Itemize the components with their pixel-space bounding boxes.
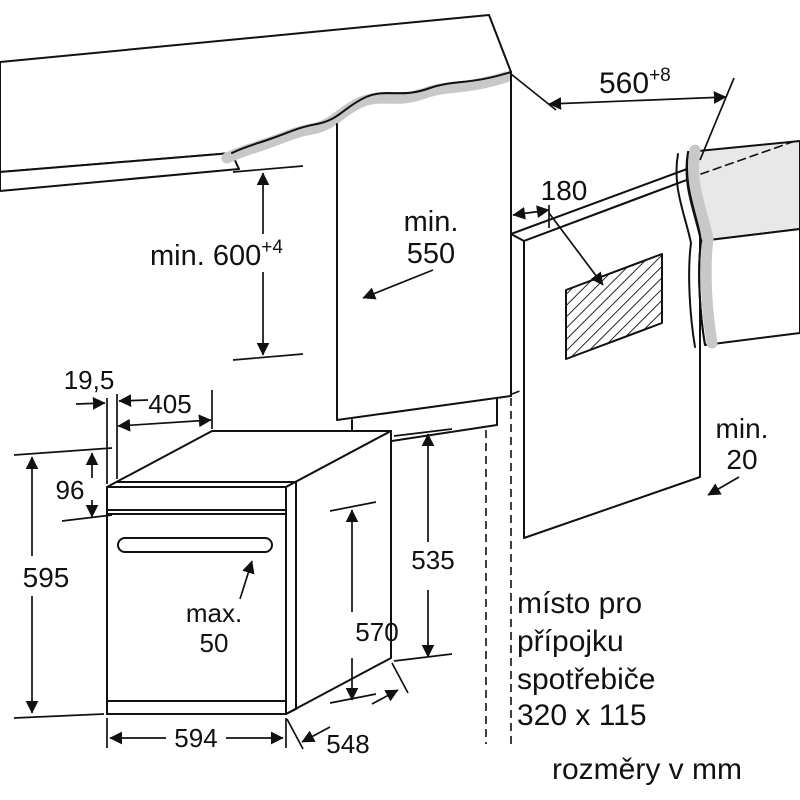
dim-595-lines [13, 447, 113, 719]
dim-20-leader [707, 476, 740, 496]
dim-oven-depth: 548 [326, 729, 369, 759]
dim-handle-value: 50 [200, 628, 229, 658]
dimension-lines [13, 73, 740, 750]
dim-550-leader [362, 269, 434, 300]
dim-niche-depth-prefix: min. [404, 206, 459, 238]
connection-note-line1: místo pro [517, 587, 642, 620]
oven-drawing [106, 430, 392, 715]
dim-door-protrusion: 19,5 [64, 365, 115, 395]
hidden-edges [485, 398, 512, 744]
dim-inner-height: 570 [355, 617, 398, 647]
dim-180-lines [512, 205, 604, 286]
dim-548-lines [286, 662, 409, 750]
oven-front-face [106, 486, 287, 715]
dim-19-5-lines [75, 394, 149, 484]
dim-rear-gap-value: 20 [726, 444, 757, 475]
dim-niche-depth-value: 550 [407, 238, 455, 270]
units-note: rozměry v mm [552, 753, 742, 786]
connection-area-hatch [565, 253, 663, 360]
dim-560-lines [510, 73, 735, 161]
torn-edge-shade [221, 71, 512, 164]
left-counter [0, 14, 512, 192]
dim-connection-offset: 180 [541, 175, 588, 206]
dimension-labels: 560+8 min. 600+4 min. 550 180 min. 20 19… [23, 65, 769, 759]
dim-405-lines [117, 390, 213, 432]
torn-edge-shade [687, 144, 718, 349]
dim-panel-height: 96 [56, 475, 85, 505]
dim-rear-gap-prefix: min. [716, 413, 769, 444]
dim-handle-prefix: max. [186, 598, 242, 628]
dim-oven-width: 594 [174, 723, 217, 753]
notes: místo pro přípojku spotřebiče 320 x 115 … [517, 587, 742, 786]
dim-594-lines [106, 718, 287, 748]
dim-oven-height: 595 [23, 562, 70, 593]
connection-note-size: 320 x 115 [517, 699, 647, 732]
dim-niche-width: 560+8 [599, 65, 671, 100]
dim-600-lines [232, 165, 304, 361]
right-counter [675, 139, 800, 349]
connection-note-line3: spotřebiče [517, 663, 655, 696]
connection-note-line2: přípojku [517, 625, 624, 658]
oven-door-handle [117, 537, 273, 553]
right-side-panel [510, 168, 701, 539]
dim-niche-height: min. 600+4 [150, 237, 283, 272]
dim-96-lines [61, 452, 113, 522]
dim-top-depth: 405 [148, 389, 191, 419]
dim-570-lines [329, 501, 377, 704]
dim-535-lines [393, 428, 453, 662]
dim-rear-height: 535 [411, 545, 454, 575]
dim-max-50-leader [239, 560, 255, 600]
